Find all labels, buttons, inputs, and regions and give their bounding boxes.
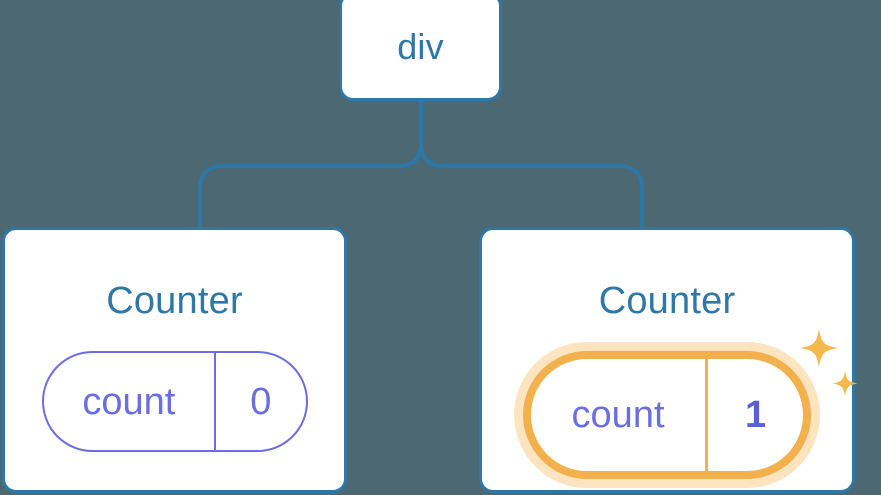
- sparkle-small-icon: [832, 371, 858, 396]
- node-counter-right[interactable]: Counter count 1: [479, 227, 858, 493]
- node-counter-left-label: Counter: [106, 280, 243, 322]
- state-value-right: 1: [705, 359, 803, 471]
- node-counter-left[interactable]: Counter count 0: [2, 227, 347, 493]
- state-value-left: 0: [214, 353, 305, 450]
- state-pill-right-highlighted[interactable]: count 1: [523, 351, 811, 479]
- node-counter-right-label: Counter: [598, 280, 736, 322]
- edge-div-to-counter-left: [198, 142, 423, 229]
- sparkle-large-icon: [800, 329, 838, 367]
- node-div-label: div: [397, 25, 444, 67]
- state-pill-left[interactable]: count 0: [41, 351, 308, 452]
- state-pill-right-wrap: count 1: [523, 329, 858, 479]
- node-div[interactable]: div: [339, 0, 502, 101]
- state-key-right: count: [571, 394, 665, 436]
- state-pill-left-wrap: count 0: [41, 351, 308, 452]
- edge-div-to-counter-right: [419, 142, 644, 229]
- state-key-left: count: [82, 380, 176, 423]
